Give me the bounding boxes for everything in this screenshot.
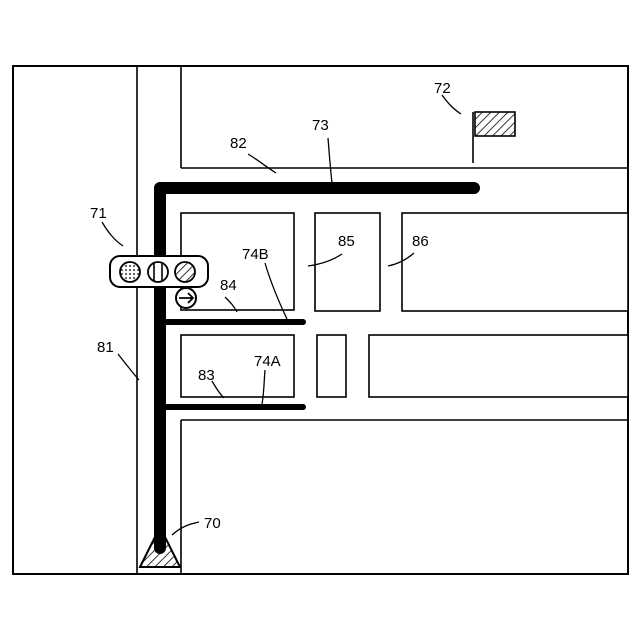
label-71: 71 [90, 205, 107, 222]
label-74a: 74A [254, 353, 281, 370]
label-74b: 74B [242, 246, 269, 263]
block-lower-right [369, 335, 628, 397]
label-86: 86 [412, 233, 429, 250]
signal-lamp-dotted-icon [120, 262, 140, 282]
arrow-signal-icon [176, 288, 196, 308]
label-70: 70 [204, 515, 221, 532]
city-blocks [181, 213, 628, 397]
label-73: 73 [312, 117, 329, 134]
destination-flag-icon [473, 112, 515, 163]
label-81: 81 [97, 339, 114, 356]
label-83: 83 [198, 367, 215, 384]
signal-lamp-hatched-icon [175, 262, 195, 282]
label-82: 82 [230, 135, 247, 152]
signal-lamp-striped-icon [148, 262, 168, 282]
traffic-signal-icon [110, 256, 208, 287]
building-86 [402, 213, 628, 311]
label-72: 72 [434, 80, 451, 97]
label-85: 85 [338, 233, 355, 250]
block-small-middle [317, 335, 346, 397]
label-84: 84 [220, 277, 237, 294]
map-frame [13, 66, 628, 574]
